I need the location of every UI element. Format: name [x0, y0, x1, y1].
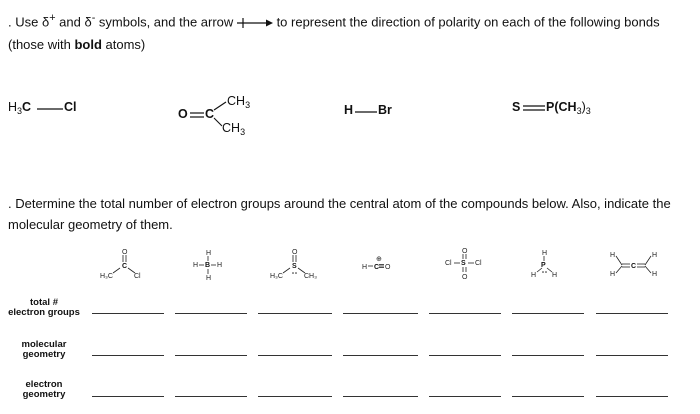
- answer-blank-electron-5[interactable]: [429, 396, 501, 397]
- compound-dmso: O S H₃C CH₃: [270, 249, 317, 280]
- answer-blank-molecular-7[interactable]: [596, 355, 668, 356]
- answer-blank-molecular-6[interactable]: [512, 355, 584, 356]
- compound-hco-cation: ⊕ H C O: [362, 256, 391, 271]
- svg-text:H₃C: H₃C: [100, 273, 113, 280]
- svg-text:O: O: [462, 274, 468, 281]
- svg-text:S: S: [292, 263, 297, 270]
- svg-text:S: S: [461, 260, 466, 267]
- answer-blank-total-6[interactable]: [512, 313, 584, 314]
- bond-h-br-h: H: [344, 103, 354, 117]
- question-2-text: . Determine the total number of electron…: [8, 196, 671, 232]
- answer-blank-molecular-5[interactable]: [429, 355, 501, 356]
- answer-blank-total-7[interactable]: [596, 313, 668, 314]
- answer-blank-electron-3[interactable]: [258, 396, 332, 397]
- compound-so2cl2: O Cl S Cl O: [445, 248, 482, 281]
- svg-text:O: O: [292, 249, 298, 256]
- svg-text:CH₃: CH₃: [304, 273, 317, 280]
- svg-text:O: O: [122, 249, 128, 256]
- answer-blank-total-5[interactable]: [429, 313, 501, 314]
- svg-text:O: O: [385, 264, 391, 271]
- acetone-o: O: [178, 107, 188, 121]
- bond-h-br-br: Br: [378, 103, 392, 117]
- svg-text:C: C: [122, 263, 127, 270]
- answer-blank-molecular-3[interactable]: [258, 355, 332, 356]
- answer-blank-total-2[interactable]: [175, 313, 247, 314]
- svg-text:H: H: [652, 271, 657, 278]
- svg-text:H: H: [206, 275, 211, 282]
- row-label-total-electron-groups: total #electron groups: [8, 297, 80, 318]
- svg-text:⊕: ⊕: [376, 256, 382, 263]
- acetone-double-bond: [190, 112, 204, 118]
- compound-acetyl-chloride: O C H₃C Cl: [100, 249, 141, 280]
- acetone-ch3-top: CH3: [227, 94, 251, 110]
- answer-blank-electron-4[interactable]: [343, 396, 418, 397]
- svg-text:H: H: [652, 252, 657, 259]
- svg-text:B: B: [205, 262, 210, 269]
- answer-blank-total-3[interactable]: [258, 313, 332, 314]
- answer-blank-electron-1[interactable]: [92, 396, 164, 397]
- svg-text:H: H: [531, 272, 536, 279]
- svg-text:C: C: [631, 263, 636, 270]
- acetone-c: C: [205, 107, 215, 121]
- compound-allene: H H C H H: [610, 252, 657, 278]
- svg-text:P: P: [541, 262, 546, 269]
- svg-text:H: H: [206, 250, 211, 257]
- question-1-text: . Use δ+ and δ- symbols, and the arrow t…: [8, 12, 660, 53]
- bond-double-s-p: [523, 105, 545, 111]
- answer-blank-molecular-4[interactable]: [343, 355, 418, 356]
- acetone-bonds: [213, 101, 227, 127]
- svg-text:H₃C: H₃C: [270, 273, 283, 280]
- polarity-arrow-icon: [236, 13, 273, 34]
- svg-text:O: O: [462, 248, 468, 255]
- svg-text:H: H: [542, 250, 547, 257]
- bond-s-p-p: P(CH3)3: [546, 100, 591, 116]
- svg-text:H: H: [217, 262, 222, 269]
- svg-text:Cl: Cl: [475, 260, 482, 267]
- answer-blank-total-1[interactable]: [92, 313, 164, 314]
- answer-blank-electron-6[interactable]: [512, 396, 584, 397]
- answer-blank-total-4[interactable]: [343, 313, 418, 314]
- bond-h3c-cl-right: Cl: [64, 100, 77, 114]
- compound-bh4: H H B H H: [193, 250, 222, 282]
- bond-line-c-cl: [37, 108, 63, 110]
- bond-s-p-s: S: [512, 100, 521, 114]
- answer-blank-electron-2[interactable]: [175, 396, 247, 397]
- answer-blank-electron-7[interactable]: [596, 396, 668, 397]
- bond-h3c-cl: H3C: [8, 100, 32, 116]
- svg-text:Cl: Cl: [134, 273, 141, 280]
- svg-text:Cl: Cl: [445, 260, 452, 267]
- acetone-ch3-bottom: CH3: [222, 121, 246, 137]
- answer-blank-molecular-1[interactable]: [92, 355, 164, 356]
- svg-text:H: H: [610, 252, 615, 259]
- svg-text:H: H: [193, 262, 198, 269]
- answer-blank-molecular-2[interactable]: [175, 355, 247, 356]
- svg-text:H: H: [610, 271, 615, 278]
- bond-line-h-br: [355, 111, 377, 113]
- svg-text:C: C: [374, 264, 379, 271]
- svg-text:H: H: [362, 264, 367, 271]
- svg-text:H: H: [552, 272, 557, 279]
- compound-ph3: H P H H: [531, 250, 557, 279]
